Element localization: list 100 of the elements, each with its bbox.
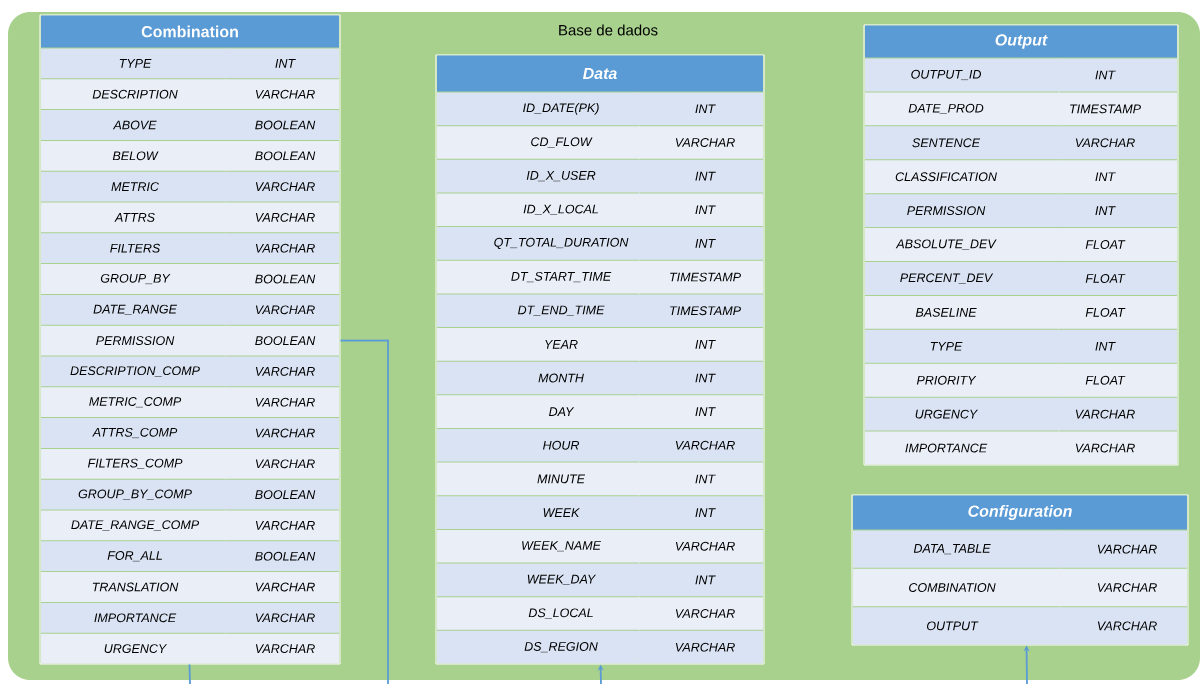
table-cell: YEAR bbox=[437, 328, 640, 361]
table-cell: VARCHAR bbox=[1058, 397, 1177, 431]
table-cell: WEEK_DAY bbox=[437, 563, 640, 597]
table-cell: VARCHAR bbox=[1059, 568, 1187, 607]
table-cell: VARCHAR bbox=[225, 510, 339, 541]
table-cell: PRIORITY bbox=[865, 363, 1060, 397]
table-cell: VARCHAR bbox=[225, 448, 339, 479]
table-cell: HOUR bbox=[437, 428, 640, 462]
table-cell: DESCRIPTION_COMP bbox=[41, 356, 227, 387]
table-cell: FILTERS bbox=[41, 233, 227, 264]
table-cell: URGENCY bbox=[41, 633, 227, 664]
table-cell: VARCHAR bbox=[225, 418, 339, 448]
table-cell: DS_LOCAL bbox=[437, 597, 640, 630]
table-header: Output bbox=[865, 25, 1177, 58]
table-cell: DATA_TABLE bbox=[853, 530, 1061, 568]
area-title: Base de dados bbox=[559, 24, 658, 36]
table-cell: PERMISSION bbox=[41, 325, 227, 356]
table-cell: COMBINATION bbox=[853, 568, 1061, 607]
table-cell: FLOAT bbox=[1058, 262, 1177, 295]
table-cell: INT bbox=[638, 563, 763, 597]
table-cell: GROUP_BY_COMP bbox=[41, 479, 227, 510]
table-cell: PERMISSION bbox=[865, 194, 1060, 228]
table-cell: BELOW bbox=[41, 140, 227, 171]
table-cell: INT bbox=[638, 462, 763, 496]
table-cell: VARCHAR bbox=[225, 572, 339, 602]
table-cell: INT bbox=[638, 395, 763, 428]
table-cell: VARCHAR bbox=[225, 202, 339, 233]
table-cell: INT bbox=[638, 193, 763, 227]
table-cell: VARCHAR bbox=[638, 630, 763, 664]
table-cell: MONTH bbox=[437, 361, 640, 395]
table-cell: FLOAT bbox=[1058, 295, 1177, 329]
table-cell: VARCHAR bbox=[225, 233, 339, 264]
table-cell: ID_X_LOCAL bbox=[437, 193, 640, 227]
table-cell: FLOAT bbox=[1058, 228, 1177, 261]
table-cell: DATE_RANGE bbox=[41, 294, 227, 325]
table-cell: VARCHAR bbox=[1058, 126, 1177, 160]
table-cell: INT bbox=[638, 92, 763, 126]
table-header: Configuration bbox=[853, 495, 1187, 530]
table-cell: TIMESTAMP bbox=[638, 294, 763, 327]
table-cell: URGENCY bbox=[865, 397, 1060, 431]
table-cell: BOOLEAN bbox=[225, 140, 339, 171]
table-cell: INT bbox=[638, 159, 763, 193]
table-cell: INT bbox=[225, 48, 339, 79]
table-cell: VARCHAR bbox=[638, 428, 763, 462]
table-cell: DATE_RANGE_COMP bbox=[41, 510, 227, 541]
table-cell: ATTRS_COMP bbox=[41, 418, 227, 448]
table-cell: METRIC_COMP bbox=[41, 387, 227, 418]
table-cell: INT bbox=[638, 361, 763, 395]
table-cell: BOOLEAN bbox=[225, 325, 339, 356]
table-cell: VARCHAR bbox=[1059, 530, 1187, 568]
table-cell: ID_DATE(PK) bbox=[437, 92, 640, 126]
table-cell: IMPORTANCE bbox=[41, 602, 227, 633]
table-cell: CLASSIFICATION bbox=[865, 160, 1060, 194]
table-cell: VARCHAR bbox=[225, 633, 339, 664]
table-cell: ABOVE bbox=[41, 110, 227, 140]
table-cell: VARCHAR bbox=[638, 529, 763, 563]
table-cell: VARCHAR bbox=[638, 126, 763, 159]
table-cell: VARCHAR bbox=[225, 356, 339, 387]
table-cell: VARCHAR bbox=[225, 602, 339, 633]
table-cell: ATTRS bbox=[41, 202, 227, 233]
table-cell: INT bbox=[638, 328, 763, 361]
table-cell: DT_START_TIME bbox=[437, 260, 640, 294]
connector-line bbox=[188, 663, 191, 684]
table-cell: BOOLEAN bbox=[225, 110, 339, 140]
connector-line bbox=[339, 339, 389, 684]
table-cell: BASELINE bbox=[865, 295, 1060, 329]
table-cell: SENTENCE bbox=[865, 126, 1060, 160]
table-cell: INT bbox=[1058, 160, 1177, 194]
table-cell: FLOAT bbox=[1058, 363, 1177, 397]
table-cell: MINUTE bbox=[437, 462, 640, 496]
table-cell: TYPE bbox=[41, 48, 227, 79]
table-cell: VARCHAR bbox=[638, 597, 763, 630]
table-cell: FILTERS_COMP bbox=[41, 448, 227, 479]
table-cell: IMPORTANCE bbox=[865, 431, 1060, 465]
table-cell: FOR_ALL bbox=[41, 541, 227, 572]
table-cell: INT bbox=[1058, 58, 1177, 92]
table-cell: DAY bbox=[437, 395, 640, 428]
table-cell: TIMESTAMP bbox=[1058, 92, 1177, 126]
table-cell: BOOLEAN bbox=[225, 541, 339, 572]
table-cell: WEEK bbox=[437, 496, 640, 529]
table-cell: BOOLEAN bbox=[225, 264, 339, 294]
table-cell: TIMESTAMP bbox=[638, 260, 763, 294]
table-cell: DT_END_TIME bbox=[437, 294, 640, 327]
table-cell: INT bbox=[1058, 194, 1177, 228]
table-cell: OUTPUT_ID bbox=[865, 58, 1060, 92]
table-cell: DATE_PROD bbox=[865, 92, 1060, 126]
table-cell: VARCHAR bbox=[1058, 431, 1177, 465]
table-cell: PERCENT_DEV bbox=[865, 262, 1060, 295]
table-cell: INT bbox=[1058, 329, 1177, 363]
table-cell: WEEK_NAME bbox=[437, 529, 640, 563]
table-cell: ID_X_USER bbox=[437, 159, 640, 193]
table-cell: DESCRIPTION bbox=[41, 79, 227, 110]
table-cell: CD_FLOW bbox=[437, 126, 640, 159]
table-cell: VARCHAR bbox=[225, 294, 339, 325]
table-cell: BOOLEAN bbox=[225, 479, 339, 510]
table-cell: ABSOLUTE_DEV bbox=[865, 228, 1060, 261]
table-cell: GROUP_BY bbox=[41, 264, 227, 294]
table-cell: VARCHAR bbox=[225, 171, 339, 202]
table-cell: VARCHAR bbox=[225, 79, 339, 110]
table-cell: DS_REGION bbox=[437, 630, 640, 664]
